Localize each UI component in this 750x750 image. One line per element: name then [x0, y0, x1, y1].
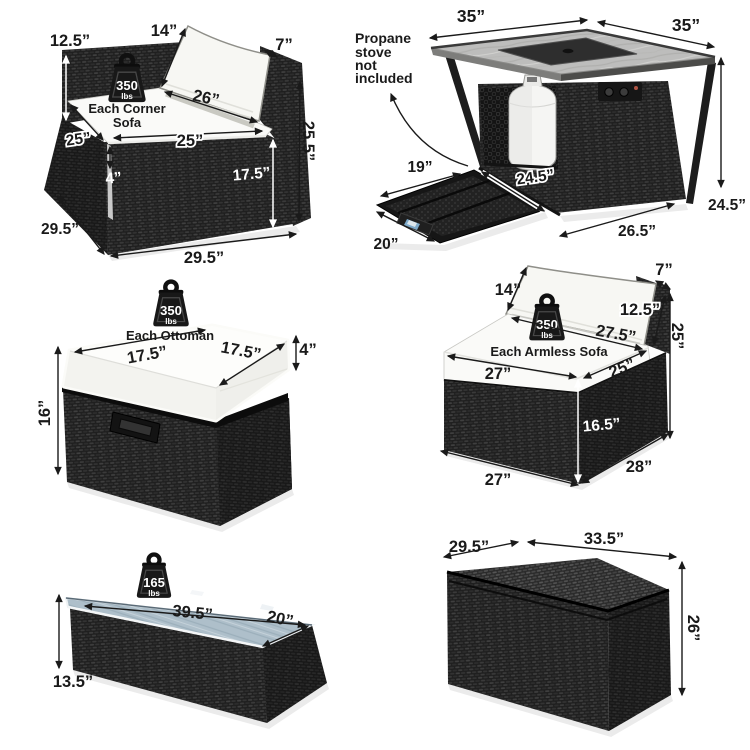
svg-text:14”: 14”	[495, 281, 522, 299]
svg-text:4”: 4”	[299, 341, 316, 359]
svg-text:lbs: lbs	[165, 317, 177, 326]
svg-text:33.5”: 33.5”	[584, 530, 624, 548]
svg-text:12.5”: 12.5”	[620, 301, 660, 319]
svg-text:29.5”: 29.5”	[449, 538, 489, 556]
svg-text:29.5”: 29.5”	[184, 249, 224, 267]
svg-text:26”: 26”	[191, 87, 221, 110]
svg-text:stove: stove	[355, 44, 392, 60]
svg-text:20”: 20”	[265, 608, 295, 631]
svg-text:lbs: lbs	[148, 589, 160, 598]
svg-text:25”: 25”	[177, 132, 204, 150]
svg-text:350: 350	[160, 303, 182, 318]
svg-text:12.5”: 12.5”	[50, 32, 90, 50]
svg-text:13.5”: 13.5”	[53, 673, 93, 691]
svg-text:19”: 19”	[408, 159, 433, 176]
svg-text:39.5”: 39.5”	[172, 602, 214, 624]
svg-text:not: not	[355, 57, 377, 73]
svg-text:7”: 7”	[275, 36, 292, 54]
svg-text:35”: 35”	[672, 15, 700, 35]
svg-text:26.5”: 26.5”	[618, 223, 656, 240]
svg-text:7”: 7”	[655, 261, 672, 279]
svg-text:16.5”: 16.5”	[582, 415, 621, 435]
svg-text:29.5”: 29.5”	[41, 221, 79, 238]
svg-text:165: 165	[143, 575, 165, 590]
svg-text:14”: 14”	[151, 22, 178, 40]
svg-text:16”: 16”	[36, 400, 54, 427]
svg-text:27”: 27”	[485, 365, 512, 383]
svg-text:28”: 28”	[626, 458, 653, 476]
svg-text:25”: 25”	[668, 323, 686, 350]
svg-text:27”: 27”	[485, 471, 512, 489]
svg-text:4”: 4”	[105, 169, 123, 187]
svg-text:35”: 35”	[457, 6, 485, 26]
svg-text:17.5”: 17.5”	[232, 164, 271, 184]
svg-text:lbs: lbs	[541, 331, 553, 340]
svg-text:25.5”: 25.5”	[299, 121, 317, 161]
svg-text:25”: 25”	[65, 129, 92, 149]
svg-text:Each Armless Sofa: Each Armless Sofa	[490, 344, 608, 359]
svg-text:Propane: Propane	[355, 30, 411, 46]
svg-text:Sofa: Sofa	[113, 115, 142, 130]
svg-text:20”: 20”	[374, 236, 399, 253]
svg-text:lbs: lbs	[121, 92, 133, 101]
svg-text:24.5”: 24.5”	[708, 197, 746, 214]
svg-text:350: 350	[116, 78, 138, 93]
svg-text:26”: 26”	[684, 615, 702, 642]
svg-text:Each Corner: Each Corner	[88, 101, 165, 116]
svg-text:included: included	[355, 70, 413, 86]
